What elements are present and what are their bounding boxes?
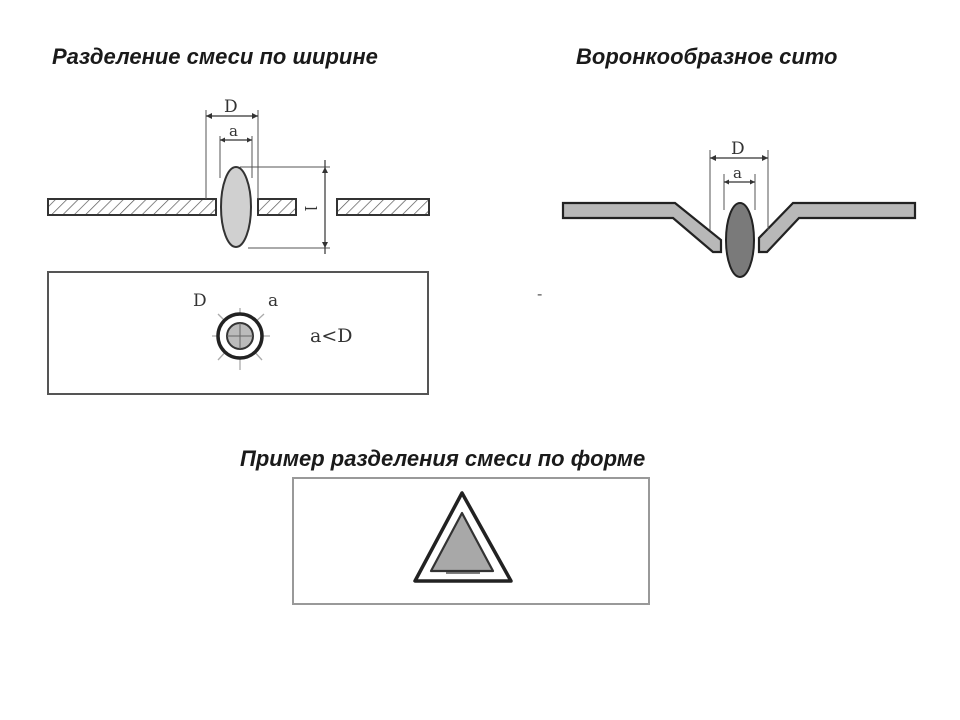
flat-sieve-side-view: D a l bbox=[47, 97, 430, 254]
sieve-plate-right bbox=[336, 198, 430, 216]
funnel-sieve-diagram: D a bbox=[561, 139, 917, 278]
top-view-a-label: a bbox=[268, 291, 278, 311]
funnel-plate-right bbox=[757, 201, 917, 254]
shape-separation-diagram bbox=[292, 477, 650, 605]
flat-sieve-top-view: D a a<D bbox=[47, 271, 429, 395]
top-view-d-label: D bbox=[193, 291, 207, 311]
stray-mark: - bbox=[537, 286, 543, 303]
sieve-plate-left bbox=[47, 198, 217, 216]
dimension-l-label: l bbox=[301, 206, 320, 211]
funnel-dimension-a-label: a bbox=[733, 164, 742, 182]
particle-ellipse bbox=[220, 166, 252, 248]
title-shape-separation: Пример разделения смеси по форме bbox=[240, 446, 646, 471]
condition-label: a<D bbox=[310, 325, 352, 347]
funnel-particle bbox=[725, 202, 755, 278]
title-width-separation: Разделение смеси по ширине bbox=[52, 44, 378, 69]
sieve-plate-middle bbox=[257, 198, 297, 216]
funnel-dimension-d-label: D bbox=[731, 139, 745, 159]
dimension-a-label: a bbox=[229, 122, 238, 140]
dimension-d-label: D bbox=[224, 97, 238, 117]
triangle-inner bbox=[429, 511, 495, 573]
top-view-frame bbox=[47, 271, 429, 395]
funnel-plate-left bbox=[561, 201, 723, 254]
title-funnel-sieve: Воронкообразное сито bbox=[576, 44, 838, 69]
